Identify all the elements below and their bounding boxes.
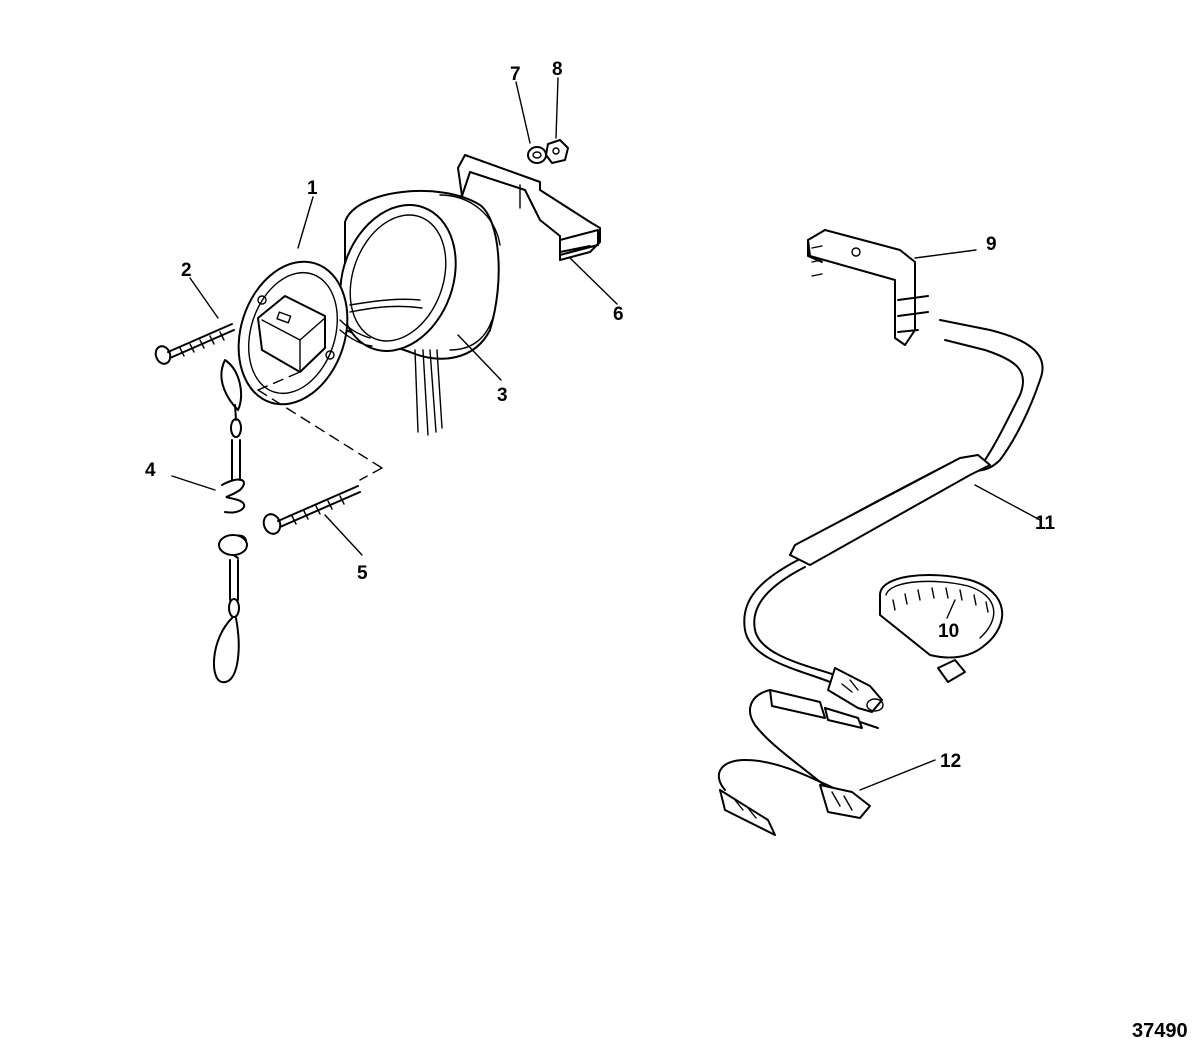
callout-10: 10 [938,621,959,642]
callout-8: 8 [552,59,563,80]
part-9-clip [807,229,929,346]
callout-11: 11 [1035,513,1056,534]
callout-3: 3 [497,385,508,406]
part-4-lanyard [213,359,248,684]
callout-5: 5 [357,563,368,584]
callout-4: 4 [145,460,156,481]
figure-id: 37490 [1132,1020,1188,1042]
part-3-mounting-cup [339,189,501,360]
callout-12: 12 [940,751,961,772]
part-7-washer [527,146,547,164]
callout-2: 2 [181,260,192,281]
callout-1: 1 [307,178,318,199]
leader-lines [171,77,1041,791]
alignment-guide [257,371,383,481]
part-12-jumper [718,689,879,836]
part-5-screw [262,485,361,535]
callout-6: 6 [613,304,624,325]
part-10-cable-tie [879,574,1004,683]
part-1-stop-switch [237,260,373,406]
callout-7: 7 [510,64,521,85]
callout-9: 9 [986,234,997,255]
part-11-harness [743,319,1044,713]
part-2-screw [154,323,235,365]
part-3-wires [349,298,443,436]
callout-labels: 1 2 3 4 5 6 7 8 9 10 11 12 [145,59,1056,772]
part-8-nut [545,139,569,164]
part-6-bracket [457,154,601,261]
